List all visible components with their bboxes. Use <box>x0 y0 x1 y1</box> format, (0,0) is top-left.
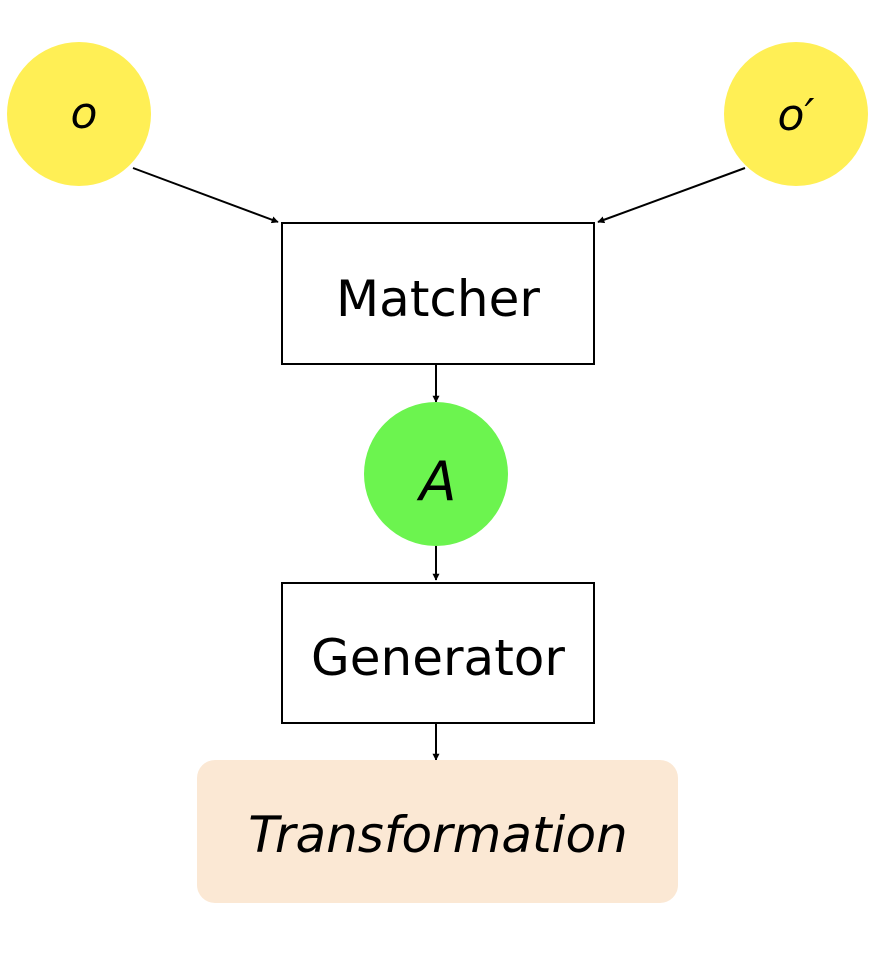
generator-box-rect <box>281 582 595 724</box>
matcher-box: Matcher <box>281 222 595 365</box>
alignment-node-circle <box>364 402 508 546</box>
transformation-label: Transformation <box>248 806 627 864</box>
transformation-node-rect <box>197 760 678 903</box>
generator-label: Generator <box>311 629 565 687</box>
input-node-o-prime-circle <box>724 42 868 186</box>
alignment-node-label: A <box>417 450 457 513</box>
matcher-box-rect <box>281 222 595 365</box>
matcher-label: Matcher <box>336 270 540 328</box>
transformation-node: Transformation <box>197 760 678 903</box>
edge-o-prime-to-matcher <box>597 167 746 224</box>
edge-o-to-matcher <box>132 167 279 224</box>
input-node-o-label: o <box>71 88 98 139</box>
input-node-o-prime-label: o′ <box>778 90 815 141</box>
input-node-o: o <box>7 42 151 186</box>
alignment-node: A <box>364 402 508 546</box>
input-node-o-circle <box>7 42 151 186</box>
generator-box: Generator <box>281 582 595 724</box>
input-node-o-prime: o′ <box>724 42 868 186</box>
